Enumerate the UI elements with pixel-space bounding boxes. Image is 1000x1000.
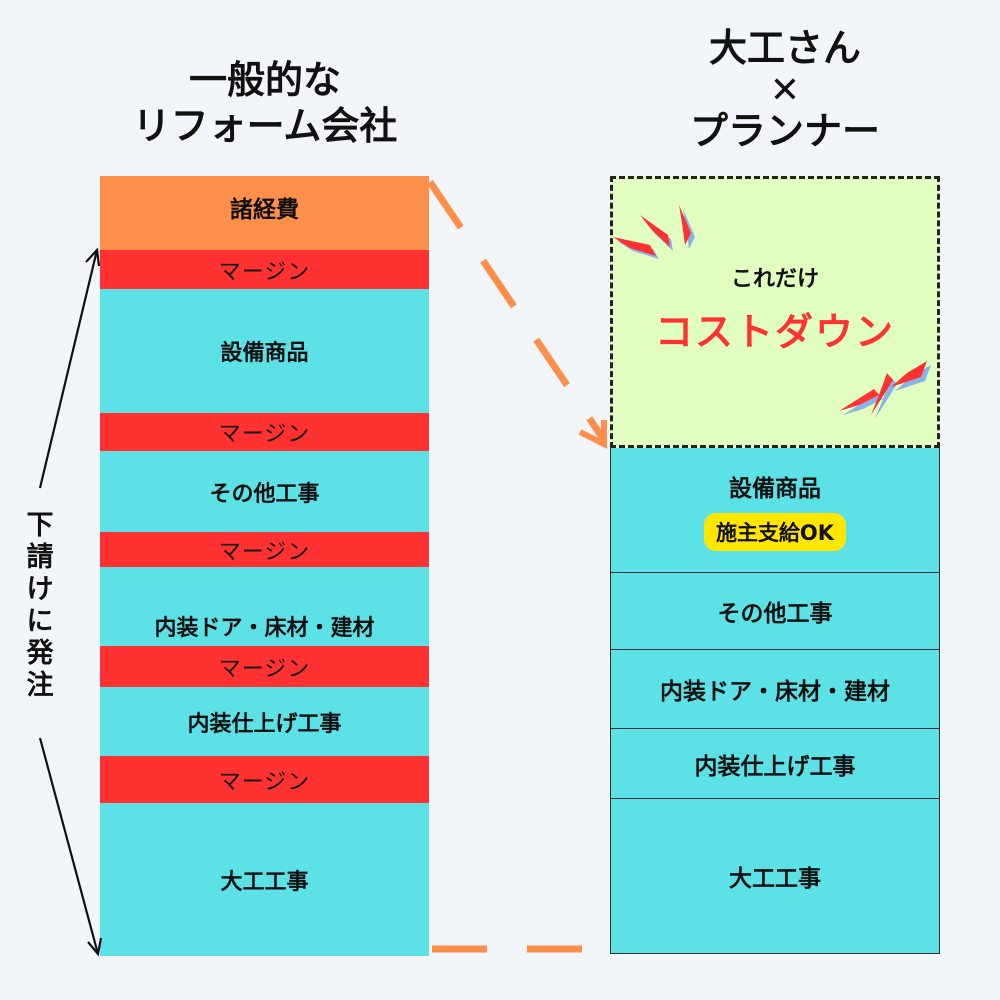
burst-bottom-right-icon [839, 361, 931, 419]
left-heading-line-1: 一般的な [188, 58, 341, 102]
other-work-block: その他工事 [100, 451, 429, 532]
carpentry-block: 大工工事 [610, 799, 940, 954]
equipment-block: 設備商品 [100, 289, 429, 413]
subcontract-char: 下 [26, 510, 54, 541]
interior-materials-block: 内装ドア・床材・建材 [100, 567, 429, 646]
overhead-block: 諸経費 [100, 176, 429, 250]
subcontract-label: 下 請 け に 発 注 [22, 510, 58, 702]
cost-down-arrow-icon [427, 180, 607, 449]
left-heading-line-2: リフォーム会社 [132, 103, 398, 148]
margin-block: マージン [100, 413, 429, 451]
burst-lines-icon [613, 205, 931, 419]
equipment-label: 設備商品 [729, 476, 821, 502]
subcontract-char: け [26, 574, 54, 605]
interior-finish-block: 内装仕上げ工事 [100, 687, 429, 756]
left-heading: 一般的な リフォーム会社 [80, 58, 450, 149]
other-work-block: その他工事 [610, 573, 940, 650]
subcontract-char: に [26, 606, 54, 637]
interior-materials-block: 内装ドア・床材・建材 [610, 650, 940, 729]
margin-block: マージン [100, 646, 429, 687]
carpentry-block: 大工工事 [100, 803, 429, 956]
subcontract-char: 発 [26, 638, 54, 669]
subcontract-char: 請 [26, 542, 54, 573]
subcontract-arrow-down-icon [38, 737, 103, 957]
carpenter-planner-stack: これだけ コストダウン 設備商品 施主支給OK その他工事 内装ドア・床材・建材… [610, 176, 940, 954]
burst-top-left-icon [613, 205, 695, 259]
margin-block: マージン [100, 250, 429, 289]
right-heading: 大工さん ✕ プランナー [600, 26, 970, 155]
general-company-stack: 諸経費 マージン 設備商品 マージン その他工事 マージン 内装ドア・床材・建材… [100, 176, 429, 956]
interior-finish-block: 内装仕上げ工事 [610, 729, 940, 799]
cross-icon: ✕ [769, 69, 801, 111]
cost-down-subtitle: これだけ [730, 267, 819, 292]
right-heading-line-3: プランナー [689, 109, 880, 154]
cost-down-title: コストダウン [654, 310, 895, 354]
margin-block: マージン [100, 756, 429, 803]
subcontract-char: 注 [26, 670, 54, 701]
owner-supply-badge: 施主支給OK [703, 513, 847, 551]
subcontract-arrow-up-icon [38, 247, 101, 489]
equipment-block: 設備商品 施主支給OK [610, 448, 940, 573]
right-heading-line-1: 大工さん [708, 26, 861, 70]
margin-block: マージン [100, 532, 429, 567]
cost-down-box: これだけ コストダウン [610, 176, 940, 448]
